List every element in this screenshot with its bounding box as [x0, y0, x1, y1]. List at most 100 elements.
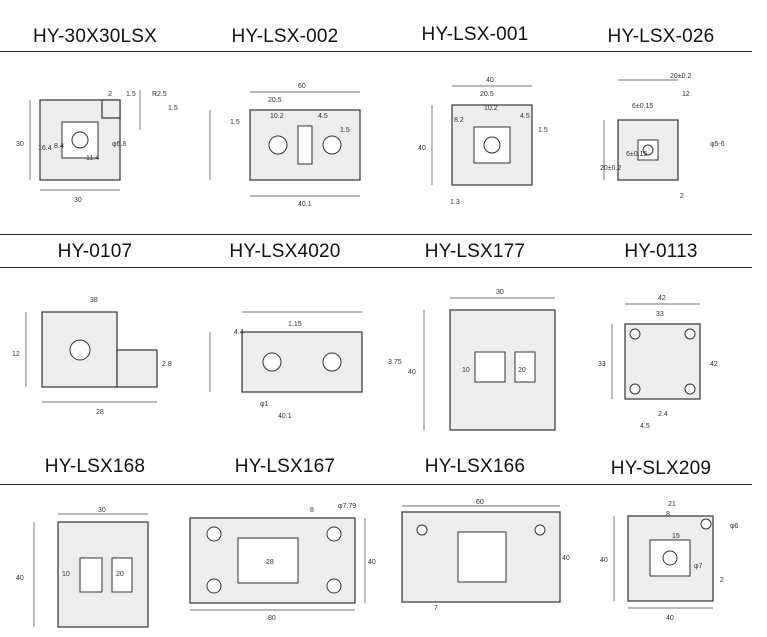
- profile-drawing: 30 40 10 20: [16, 507, 149, 628]
- dimension-label: 16.4: [38, 145, 52, 152]
- dimension-label: 4.4: [234, 329, 244, 336]
- profile-cutout: [642, 144, 654, 156]
- profile-cutout: [79, 557, 103, 593]
- profile-cutout: [684, 328, 696, 340]
- profile-cell: HY-LSX-026 20±0.2 12 6±0.15 6±0.15 20±0.…: [570, 0, 752, 232]
- profile-drawing: 42 33 33 42 2.4 4.5: [598, 295, 718, 430]
- dimension-label: 30: [98, 507, 106, 514]
- profile-cutout: [206, 578, 222, 594]
- profile-cutout: [237, 537, 299, 584]
- dimension-label: 1.5: [230, 119, 240, 126]
- profile-cell: HY-LSX167 8 φ7.79 28 40 80: [189, 450, 380, 637]
- dimension-label: 4.5: [640, 423, 650, 430]
- profile-cutout: [262, 352, 282, 372]
- dimension-label: 10: [462, 367, 470, 374]
- profile-cutout: [684, 383, 696, 395]
- profile-cell: HY-SLX209 21 8 15 φ6 40 φ7 2 40: [570, 450, 752, 637]
- profile-outline: [57, 521, 149, 628]
- profile-name: HY-0107: [57, 241, 133, 262]
- profile-name: HY-LSX167: [234, 456, 336, 477]
- dimension-label: 30: [496, 289, 504, 296]
- dimension-label: 2: [680, 193, 684, 200]
- dimension-label: 30: [74, 197, 82, 204]
- dimension-label: 1.5: [168, 105, 178, 112]
- profile-cutout: [111, 557, 133, 593]
- dimension-label: 4.5: [318, 113, 328, 120]
- profile-cutout: [629, 383, 641, 395]
- dimension-label: 20±0.2: [670, 73, 691, 80]
- profile-name: HY-0113: [624, 241, 698, 262]
- profile-cell: HY-LSX-001 40 20.5 10.2 8.2 4.5 1.5 40 1…: [380, 0, 570, 232]
- profile-cutout: [71, 131, 89, 149]
- profile-cutout: [297, 125, 313, 165]
- profile-cutout: [700, 518, 712, 530]
- catalog-row-3: HY-LSX168 30 40 10 20 HY-LSX167 8 φ7.79 …: [0, 450, 767, 637]
- dimension-label: 8.2: [454, 117, 464, 124]
- dimension-label: 6±0.15: [626, 151, 647, 158]
- row-top-rule: [0, 234, 752, 235]
- dimension-label: 12: [682, 91, 690, 98]
- profile-drawing: 60 40 7: [401, 499, 570, 612]
- profile-cutout: [457, 531, 507, 583]
- dimension-label: 30: [16, 141, 24, 148]
- dimension-label: 1.5: [340, 127, 350, 134]
- dimension-label: 10.2: [484, 105, 498, 112]
- profile-cutout: [322, 352, 342, 372]
- profile-cutout: [416, 524, 428, 536]
- dimension-label: φ6: [730, 523, 739, 530]
- profile-cutout: [662, 550, 678, 566]
- dimension-label: 1.3: [450, 199, 460, 206]
- dimension-label: 20±0.2: [600, 165, 621, 172]
- dimension-label: φ6.8: [112, 141, 126, 148]
- dimension-label: 40: [368, 559, 376, 566]
- dimension-label: 6±0.15: [632, 103, 653, 110]
- dimension-label: 42: [658, 295, 666, 302]
- dimension-label: φ1: [260, 401, 269, 408]
- profile-cutout: [322, 135, 342, 155]
- dimension-label: 20: [518, 367, 526, 374]
- dimension-label: 15: [672, 533, 680, 540]
- profile-cutout: [326, 578, 342, 594]
- dimension-label: R2.5: [152, 91, 167, 98]
- profile-drawing: 30 16.4 8.4 11.4 2 1.5 R2.5 1.5 φ6.8 30: [16, 90, 178, 204]
- profile-outline: [241, 331, 363, 393]
- profile-cell: HY-LSX-002 60 20.5 10.2 1.5 4.5 1.5 40.1: [190, 0, 380, 232]
- profile-drawing: 40 20.5 10.2 8.2 4.5 1.5 40 1.3: [418, 77, 548, 206]
- dimension-label: 42: [710, 361, 718, 368]
- row-top-rule: [0, 51, 752, 52]
- dimension-label: 4.5: [520, 113, 530, 120]
- dimension-label: 40: [486, 77, 494, 84]
- dimension-label: 20.5: [268, 97, 282, 104]
- profile-name: HY-LSX4020: [229, 241, 341, 262]
- profile-name: HY-LSX-001: [421, 24, 529, 45]
- profile-cell: HY-0113 42 33 33 42 2.4 4.5: [570, 232, 752, 450]
- dimension-label: 2: [720, 577, 724, 584]
- dimension-label: 1.5: [126, 91, 136, 98]
- profile-name: HY-LSX168: [44, 456, 146, 477]
- dimension-label: 40: [562, 555, 570, 562]
- dimension-label: 2.4: [658, 411, 668, 418]
- dimension-label: 60: [298, 83, 306, 90]
- dimension-label: φ5-6: [710, 141, 725, 148]
- dimension-label: 40: [16, 575, 24, 582]
- profile-drawing: 30 3.75 40 10 20: [388, 289, 556, 431]
- dimension-label: φ7: [694, 563, 703, 570]
- profile-cutout: [206, 526, 222, 542]
- dimension-label: 40: [600, 557, 608, 564]
- profile-outline: [116, 349, 158, 388]
- profile-cell: HY-LSX4020 4.4 1.15 40.1 φ1: [190, 232, 380, 450]
- profile-cutout: [69, 339, 91, 361]
- dimension-label: 8: [310, 507, 314, 514]
- profile-name: HY-LSX177: [424, 241, 526, 262]
- dimension-label: 40: [418, 145, 426, 152]
- profile-cell: HY-30X30LSX 30 16.4 8.4 11.4 2 1.5 R2.5 …: [0, 0, 190, 232]
- dimension-label: 12: [12, 351, 20, 358]
- row-header-rule: [0, 267, 752, 268]
- profile-cutout: [629, 328, 641, 340]
- dimension-label: 1.5: [538, 127, 548, 134]
- dimension-label: 2.8: [162, 361, 172, 368]
- dimension-label: 33: [598, 361, 606, 368]
- dimension-label: 20.5: [480, 91, 494, 98]
- dimension-label: 28: [266, 559, 274, 566]
- profile-drawing: 38 12 2.8 28: [12, 297, 172, 416]
